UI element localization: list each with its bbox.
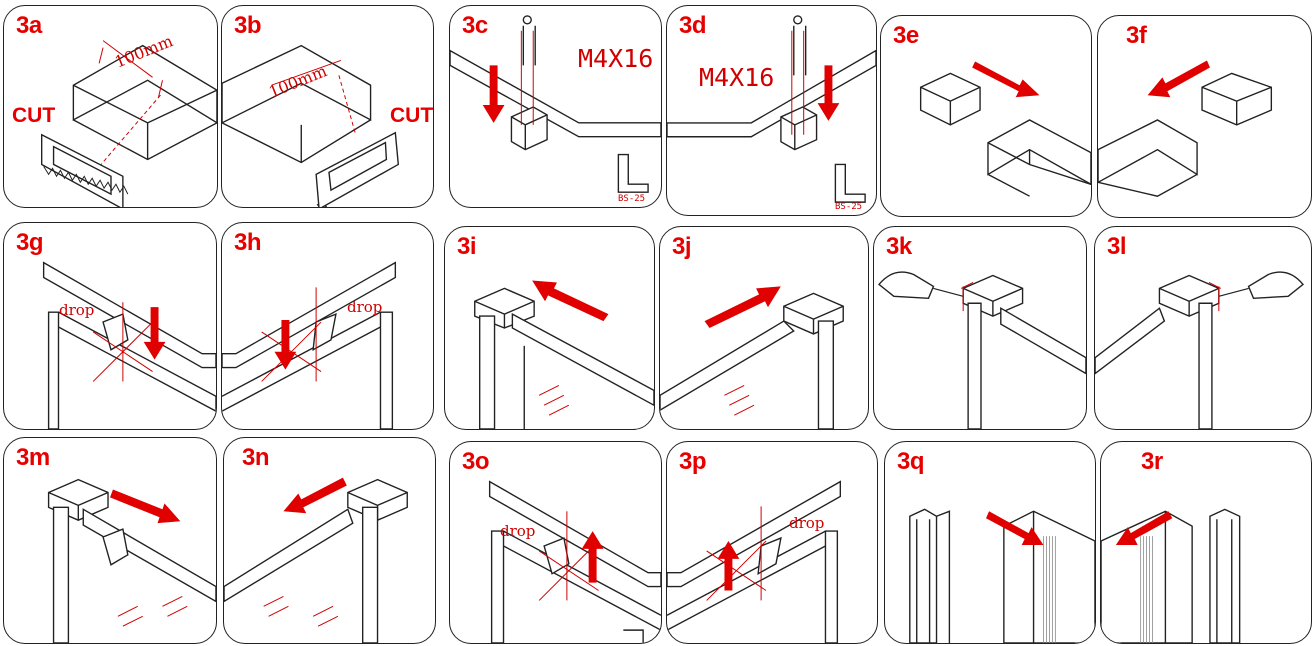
step-panel-3b: 3b CUT 100mm [221, 5, 434, 208]
step-label: 3q [897, 448, 925, 475]
profile-code: BS-25 [835, 202, 863, 212]
step-label: 3l [1107, 233, 1127, 260]
cut-profile-diagram [222, 44, 400, 207]
step-panel-3p: 3p drop [666, 441, 878, 644]
slide-bar-diagram [224, 477, 408, 643]
drop-label: drop [347, 298, 383, 316]
bracket-screw-diagram [667, 15, 876, 203]
step-panel-3m: 3m [3, 437, 217, 644]
step-label: 3f [1126, 22, 1147, 49]
drop-bar-diagram [222, 261, 397, 429]
screw-spec: M4X16 [578, 44, 654, 73]
profile-insert-diagram [1101, 508, 1241, 643]
lift-bar-diagram [667, 480, 842, 643]
step-label: 3o [462, 448, 490, 475]
step-label: 3j [672, 233, 692, 260]
step-panel-3q: 3q [884, 441, 1096, 644]
step-panel-3f: 3f [1097, 15, 1312, 218]
step-label: 3e [893, 22, 919, 49]
tighten-screw-diagram [1095, 271, 1304, 429]
profile-insert-diagram [909, 508, 1095, 643]
step-label: 3p [679, 448, 707, 475]
lift-bar-diagram [488, 480, 661, 643]
step-label: 3a [16, 12, 42, 39]
step-label: 3k [886, 233, 912, 260]
drop-label: drop [59, 301, 95, 319]
step-panel-3j: 3j [659, 226, 869, 430]
connector-insert-diagram [919, 61, 1091, 197]
step-label: 3r [1141, 448, 1163, 475]
drop-bar-diagram [42, 261, 216, 429]
tighten-screw-diagram [878, 271, 1086, 429]
step-label: 3n [242, 444, 270, 471]
step-panel-3n: 3n [223, 437, 436, 644]
screw-spec: M4X16 [699, 63, 775, 92]
cut-profile-diagram [40, 40, 217, 207]
step-panel-3r: 3r [1100, 441, 1312, 644]
step-label: 3h [234, 229, 262, 256]
step-label: 3b [234, 12, 262, 39]
step-panel-3d: 3d M4X16 BS-25 [666, 5, 877, 216]
drop-label: drop [500, 522, 536, 540]
step-label: 3g [16, 229, 44, 256]
step-panel-3i: 3i [444, 226, 655, 430]
step-label: 3i [457, 233, 477, 260]
step-panel-3c: 3c M4X16 BS-25 [449, 5, 662, 208]
step-label: 3d [679, 12, 707, 39]
step-label: 3m [16, 444, 50, 471]
connector-insert-diagram [1098, 60, 1273, 197]
cut-label: CUT [12, 104, 56, 127]
step-panel-3a: 3a CUT 100mm [3, 5, 218, 208]
profile-code: BS-25 [618, 194, 646, 204]
step-panel-3e: 3e [880, 15, 1092, 217]
step-label: 3c [462, 12, 488, 39]
step-panel-3k: 3k [873, 226, 1087, 430]
cut-label: CUT [390, 104, 434, 127]
step-panel-3l: 3l [1094, 226, 1312, 430]
slide-bar-diagram [660, 286, 844, 429]
slide-bar-diagram [47, 478, 216, 643]
step-panel-3g: 3g drop [3, 222, 217, 430]
slide-bar-diagram [474, 280, 654, 429]
drop-label: drop [789, 514, 825, 532]
bracket-screw-diagram [450, 15, 661, 193]
step-panel-3o: 3o drop [449, 441, 662, 644]
step-panel-3h: 3h drop [221, 222, 434, 430]
